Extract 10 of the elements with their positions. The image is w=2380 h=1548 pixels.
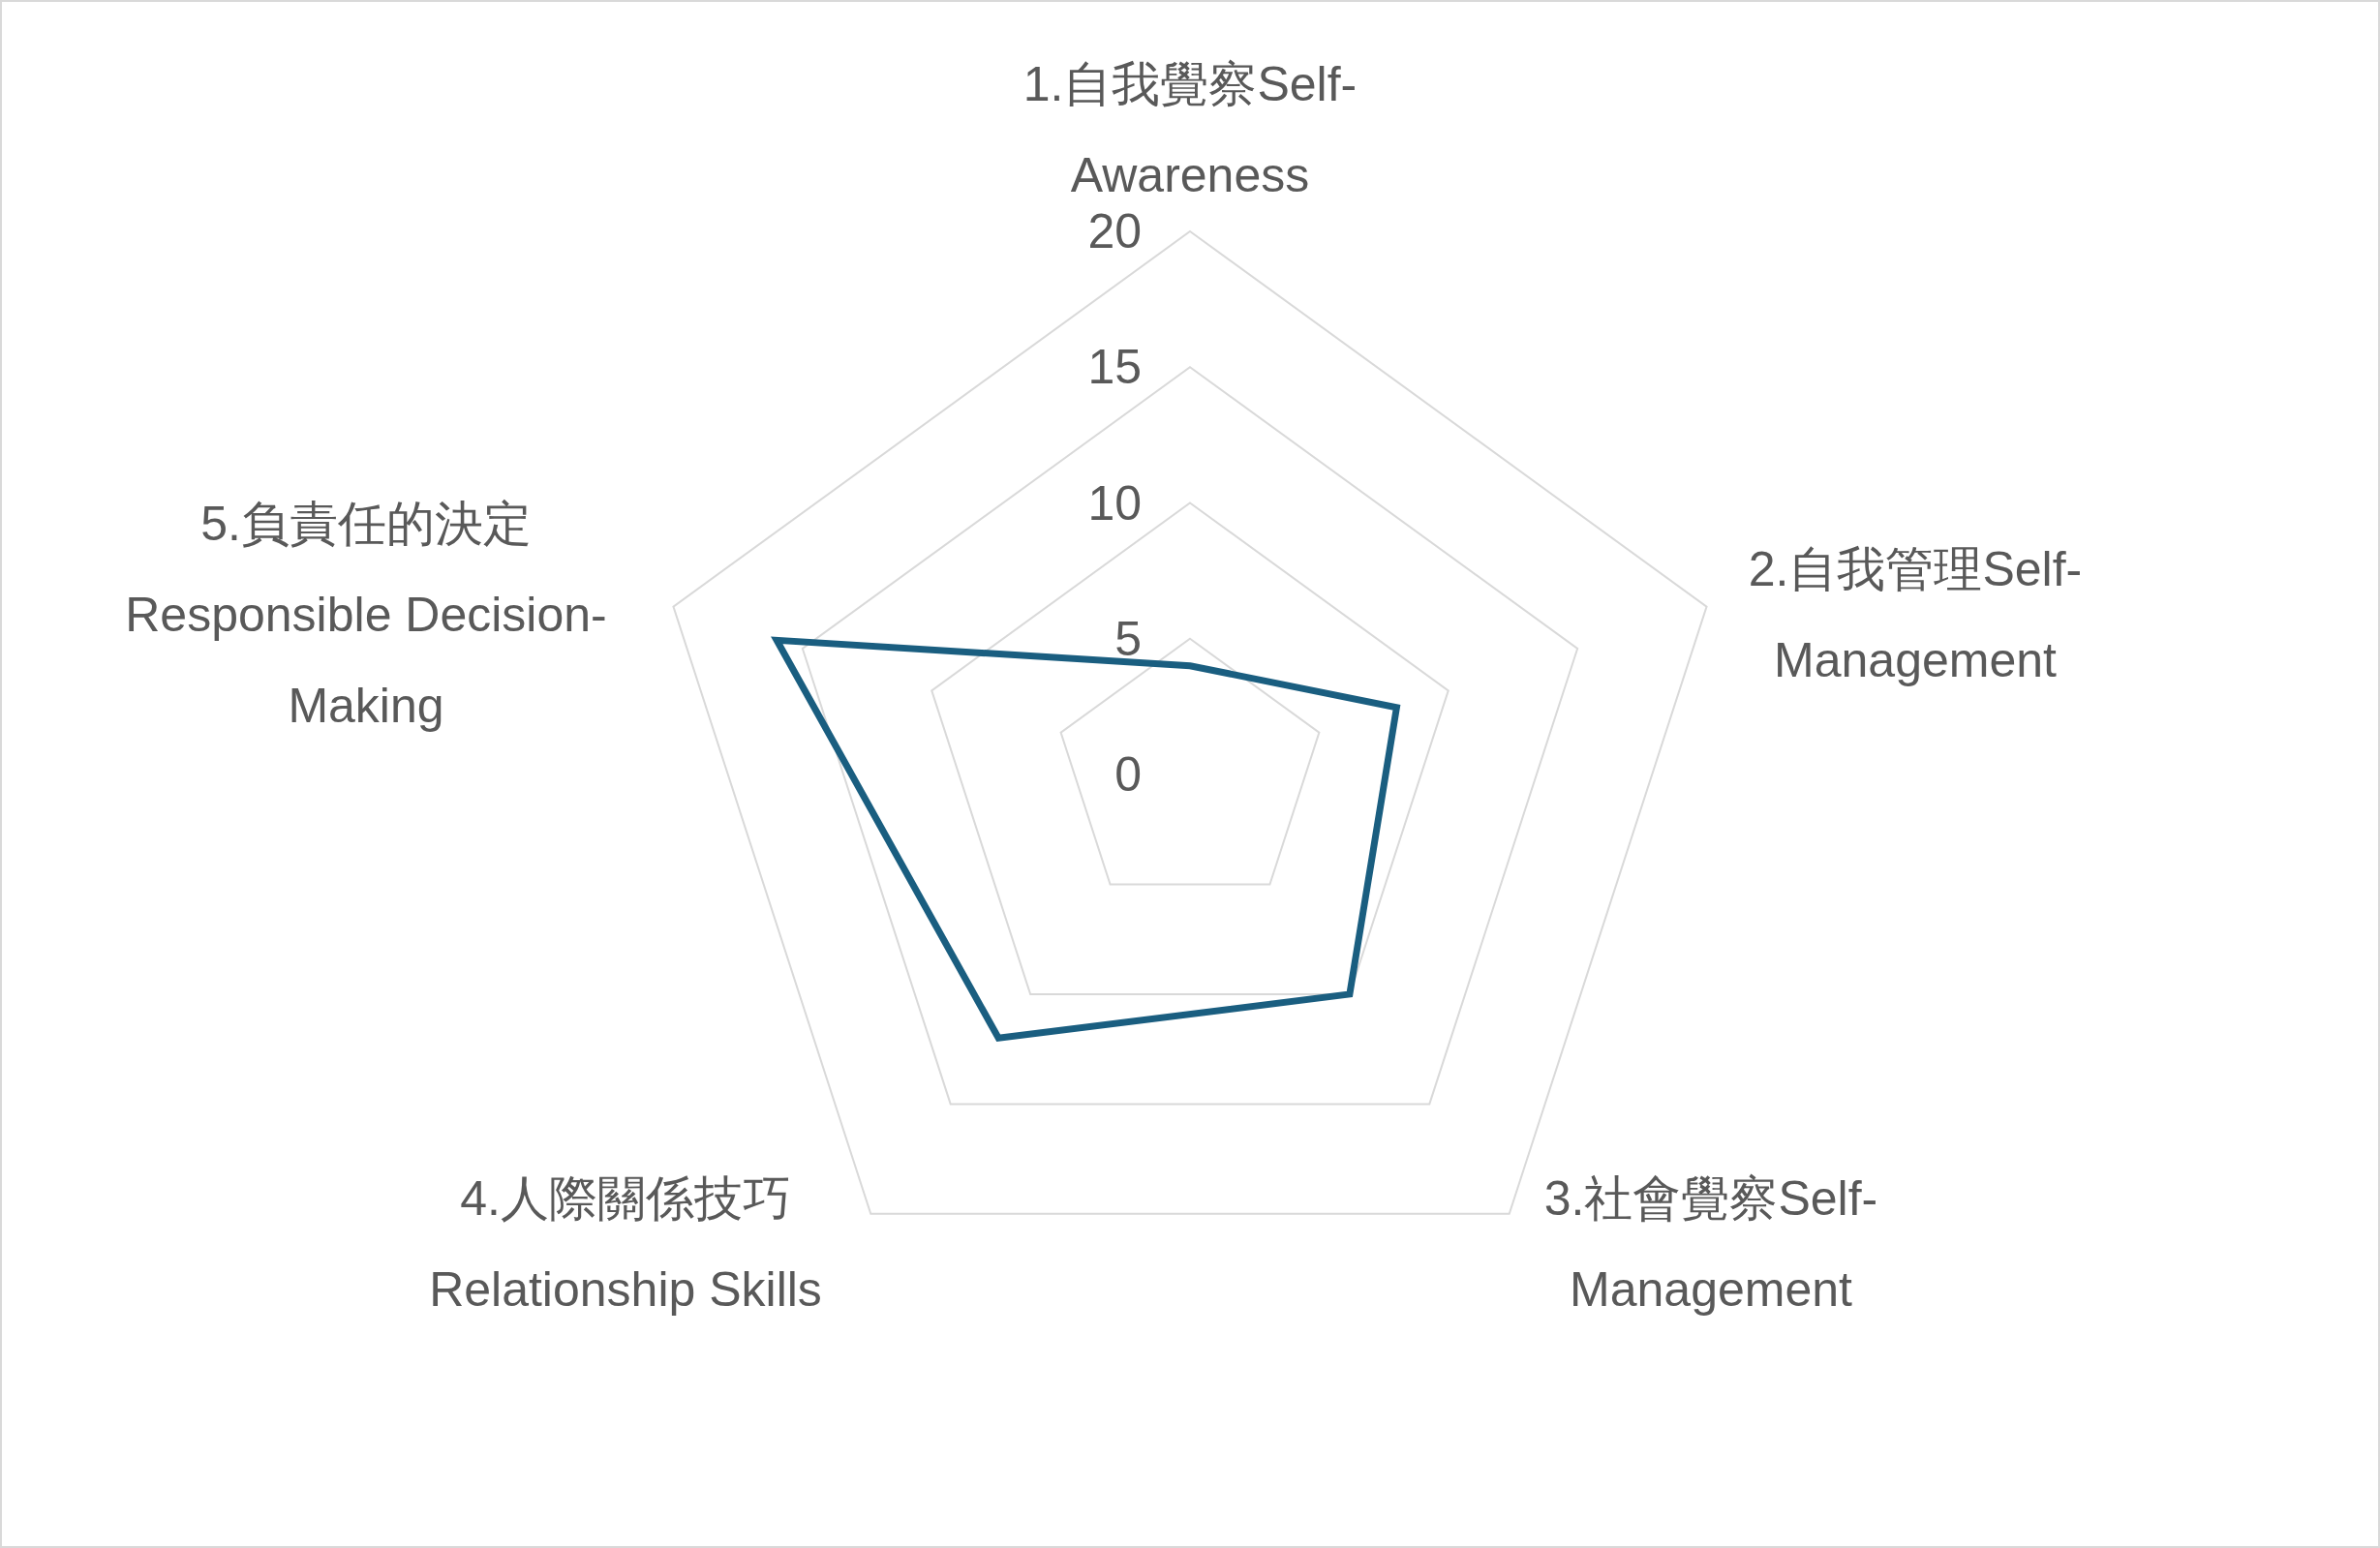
axis-label: 4.人際關係技巧 Relationship Skills	[428, 1170, 823, 1319]
tick-label: 5	[1114, 610, 1142, 668]
tick-label: 10	[1086, 474, 1142, 532]
axis-label: 3.社會覺察Self-Management	[1542, 1170, 1879, 1319]
axis-label: 2.自我管理Self-Management	[1747, 541, 2084, 689]
tick-label: 15	[1086, 339, 1142, 397]
axis-label: 5.負責任的決定 Responsible Decision-Making	[124, 496, 608, 735]
tick-label: 20	[1086, 203, 1142, 260]
axis-label: 1.自我覺察Self-Awareness	[1022, 56, 1358, 204]
tick-label: 0	[1114, 746, 1142, 804]
